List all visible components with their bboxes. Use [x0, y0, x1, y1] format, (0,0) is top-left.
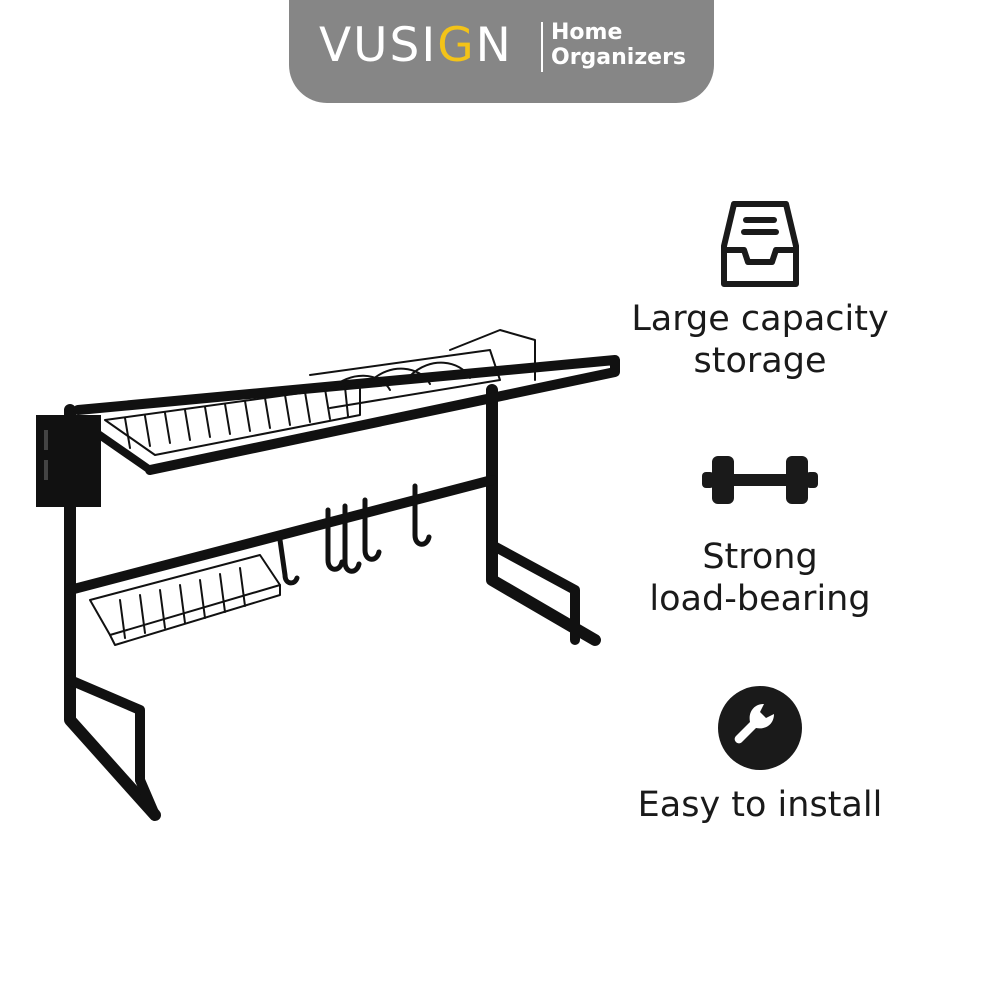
- wrench-icon: [718, 686, 802, 770]
- brand-logo: VUSIGN: [319, 16, 513, 76]
- feature-easy-install: Easy to install: [600, 684, 920, 826]
- brand-divider: [541, 22, 543, 72]
- dumbbell-icon: [702, 456, 818, 504]
- feature-large-capacity: Large capacity storage: [600, 200, 920, 382]
- brand-tagline: Home Organizers: [551, 20, 687, 70]
- logo-text-end: N: [475, 18, 513, 73]
- storage-tray-icon: [721, 201, 799, 287]
- logo-text-accent: G: [437, 18, 476, 73]
- logo-text-start: VUSI: [319, 18, 438, 73]
- dish-rack-illustration: [36, 329, 620, 821]
- feature-load-bearing: Strong load-bearing: [600, 450, 920, 620]
- feature-label: Strong load-bearing: [649, 537, 871, 619]
- brand-banner: VUSIGN Home Organizers: [289, 0, 714, 103]
- feature-label: Large capacity storage: [631, 299, 889, 381]
- feature-label: Easy to install: [637, 785, 883, 825]
